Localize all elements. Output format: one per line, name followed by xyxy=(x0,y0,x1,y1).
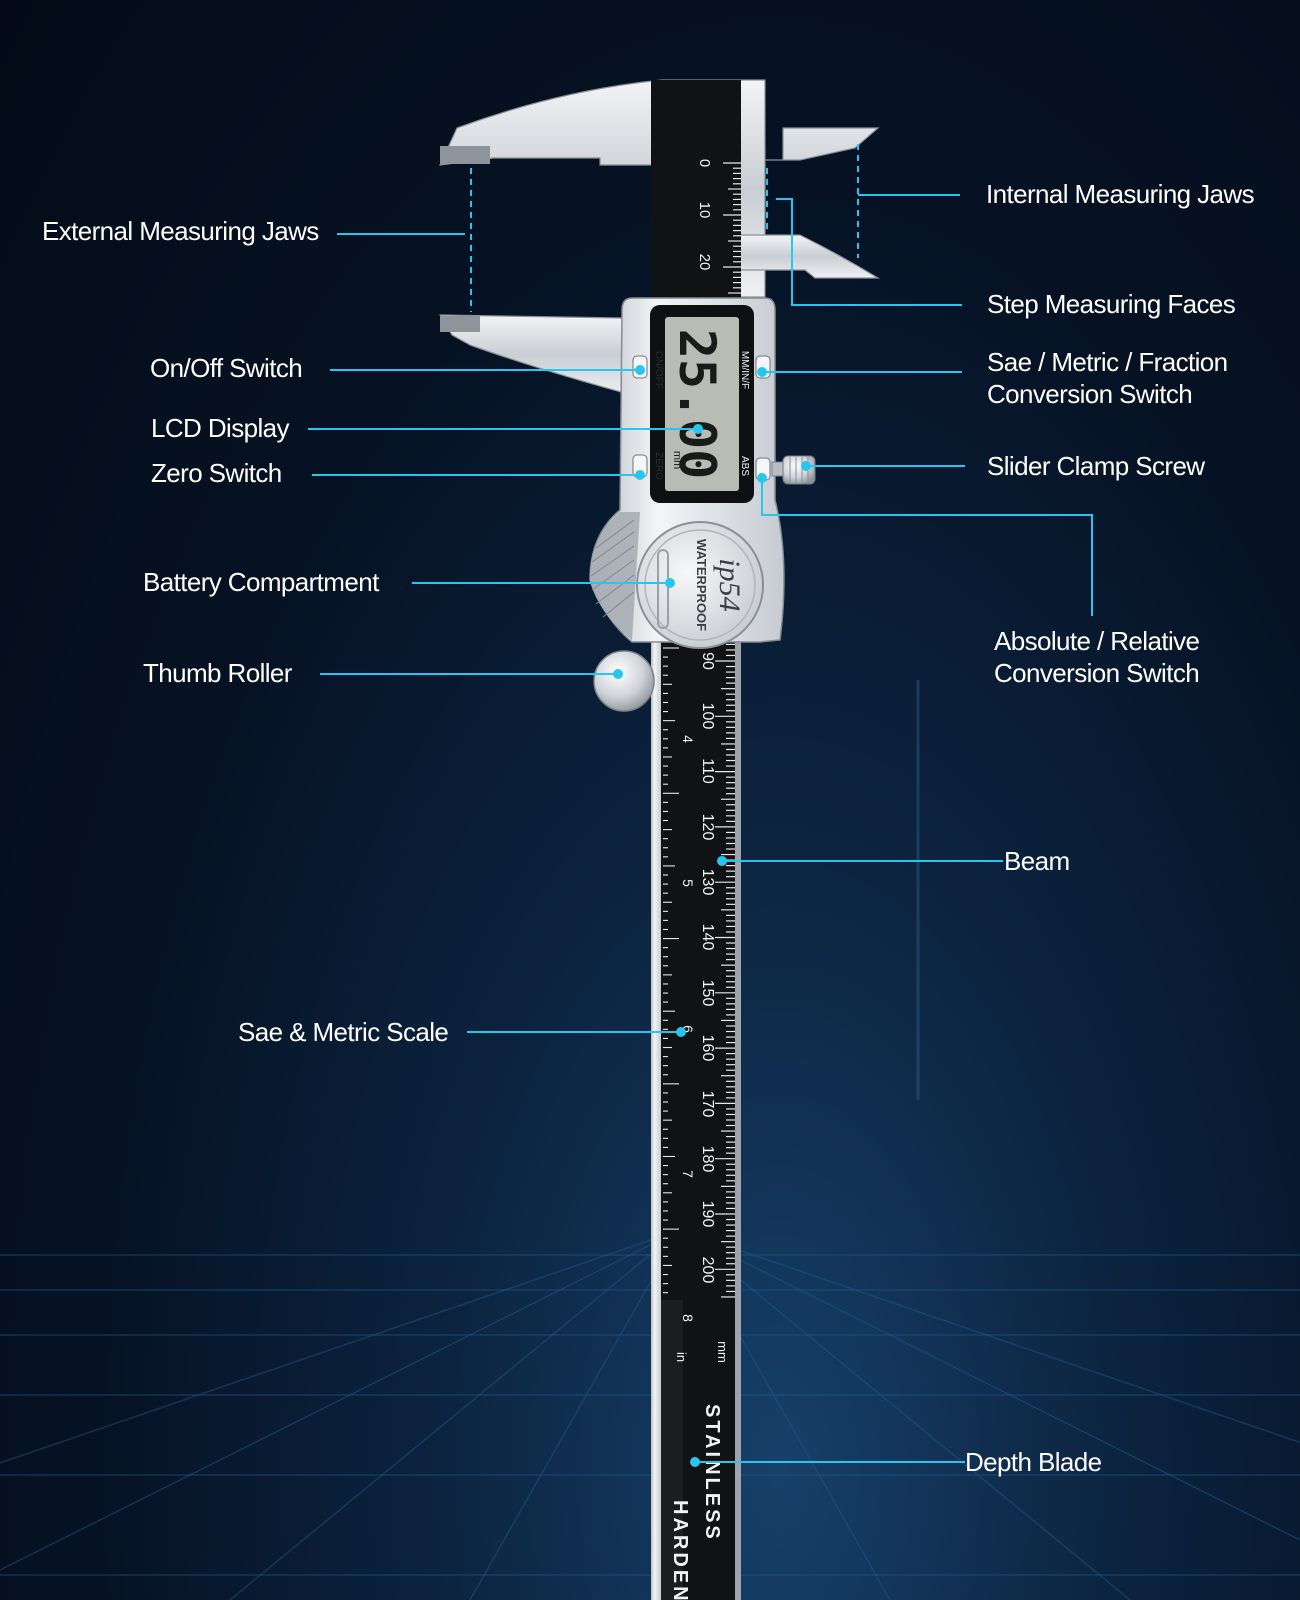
beam-edge-left xyxy=(651,630,661,1600)
on-off-button-label: ON/OFF xyxy=(653,351,664,389)
callout-abs-rel-line1: Absolute / Relative xyxy=(994,626,1200,656)
top-scale-label: 0 xyxy=(696,159,713,167)
callout-scale: Sae & Metric Scale xyxy=(238,1017,449,1047)
inch-scale-ticks xyxy=(663,647,679,1294)
callout-conversion-switch: Sae / Metric / Fraction Conversion Switc… xyxy=(987,346,1228,410)
abs-button-label: ABS xyxy=(739,456,750,476)
background-grid xyxy=(0,1229,1300,1600)
mm-label: 100 xyxy=(699,703,716,730)
knurl-ridges xyxy=(590,519,635,618)
mode-button-label: MM/IN/F xyxy=(739,351,750,389)
badge-rating-text: ip54 xyxy=(713,558,746,611)
top-scale-label: 10 xyxy=(696,202,713,219)
inch-scale-labels: 4 5 6 7 8 xyxy=(680,735,696,1322)
callout-battery-compartment: Battery Compartment xyxy=(143,567,379,597)
callout-zero-switch: Zero Switch xyxy=(151,458,282,488)
callout-conversion-line1: Sae / Metric / Fraction xyxy=(987,347,1228,377)
callout-depth-blade: Depth Blade xyxy=(965,1447,1102,1477)
lower-external-jaw-face xyxy=(440,316,480,332)
inch-label: 7 xyxy=(680,1170,696,1178)
mm-label: 90 xyxy=(699,652,716,670)
top-scale-label: 20 xyxy=(696,254,713,271)
zero-button-label: ZERO xyxy=(653,452,664,480)
slider-internal-jaw xyxy=(734,234,881,279)
badge-waterproof-text: WATERPROOF xyxy=(694,539,709,631)
inch-label: 4 xyxy=(680,735,696,743)
mm-scale-labels: 90 100 110 120 130 140 150 160 170 180 1… xyxy=(699,652,716,1283)
callout-abs-rel-switch: Absolute / Relative Conversion Switch xyxy=(994,625,1200,689)
mm-label: 180 xyxy=(699,1146,716,1173)
unit-mm-label: mm xyxy=(715,1341,730,1363)
inch-label: 5 xyxy=(680,879,696,887)
mm-label: 170 xyxy=(699,1091,716,1118)
lcd-display xyxy=(665,317,739,491)
clamp-screw-shaft xyxy=(771,461,785,477)
battery-slot xyxy=(657,549,669,629)
blade-hardened-text: HARDENED xyxy=(669,1500,691,1600)
callout-lines xyxy=(308,144,1093,1463)
mm-label: 130 xyxy=(699,869,716,896)
mm-label: 160 xyxy=(699,1035,716,1062)
callout-lcd-display: LCD Display xyxy=(151,413,289,443)
mm-label: 190 xyxy=(699,1201,716,1228)
callout-beam: Beam xyxy=(1004,846,1070,876)
clamp-screw-knob[interactable] xyxy=(782,455,816,485)
callout-dots xyxy=(613,365,811,1467)
mm-label: 110 xyxy=(699,758,716,784)
inch-label: 6 xyxy=(680,1025,696,1033)
callout-on-off-switch: On/Off Switch xyxy=(150,353,303,383)
depth-blade xyxy=(661,1300,683,1600)
mm-label: 120 xyxy=(699,814,716,841)
main-jaw-head xyxy=(439,79,880,298)
callout-thumb-roller: Thumb Roller xyxy=(143,658,292,688)
mm-scale-ticks xyxy=(715,638,735,1298)
top-scale-ticks xyxy=(723,162,741,294)
callout-conversion-line2: Conversion Switch xyxy=(987,379,1193,409)
lcd-reading: 25.00 xyxy=(668,329,726,480)
mm-label: 150 xyxy=(699,980,716,1007)
slider-knurl xyxy=(589,512,640,640)
callout-internal-jaws: Internal Measuring Jaws xyxy=(986,179,1255,209)
battery-compartment-inner xyxy=(644,529,756,641)
callout-external-jaws: External Measuring Jaws xyxy=(42,216,319,246)
upper-external-jaw-face xyxy=(440,146,490,164)
unit-in-label: in xyxy=(674,1352,689,1362)
callout-step-faces: Step Measuring Faces xyxy=(987,289,1236,319)
beam-edge-right xyxy=(735,630,741,1600)
inch-label: 8 xyxy=(680,1314,696,1322)
lcd-unit: mm xyxy=(671,451,683,469)
mm-label: 140 xyxy=(699,924,716,951)
thumb-roller[interactable] xyxy=(593,650,655,712)
callout-abs-rel-line2: Conversion Switch xyxy=(994,658,1200,688)
mm-label: 200 xyxy=(699,1257,716,1284)
callout-clamp-screw: Slider Clamp Screw xyxy=(987,451,1205,481)
blade-stainless-text: STAINLESS xyxy=(701,1404,723,1542)
